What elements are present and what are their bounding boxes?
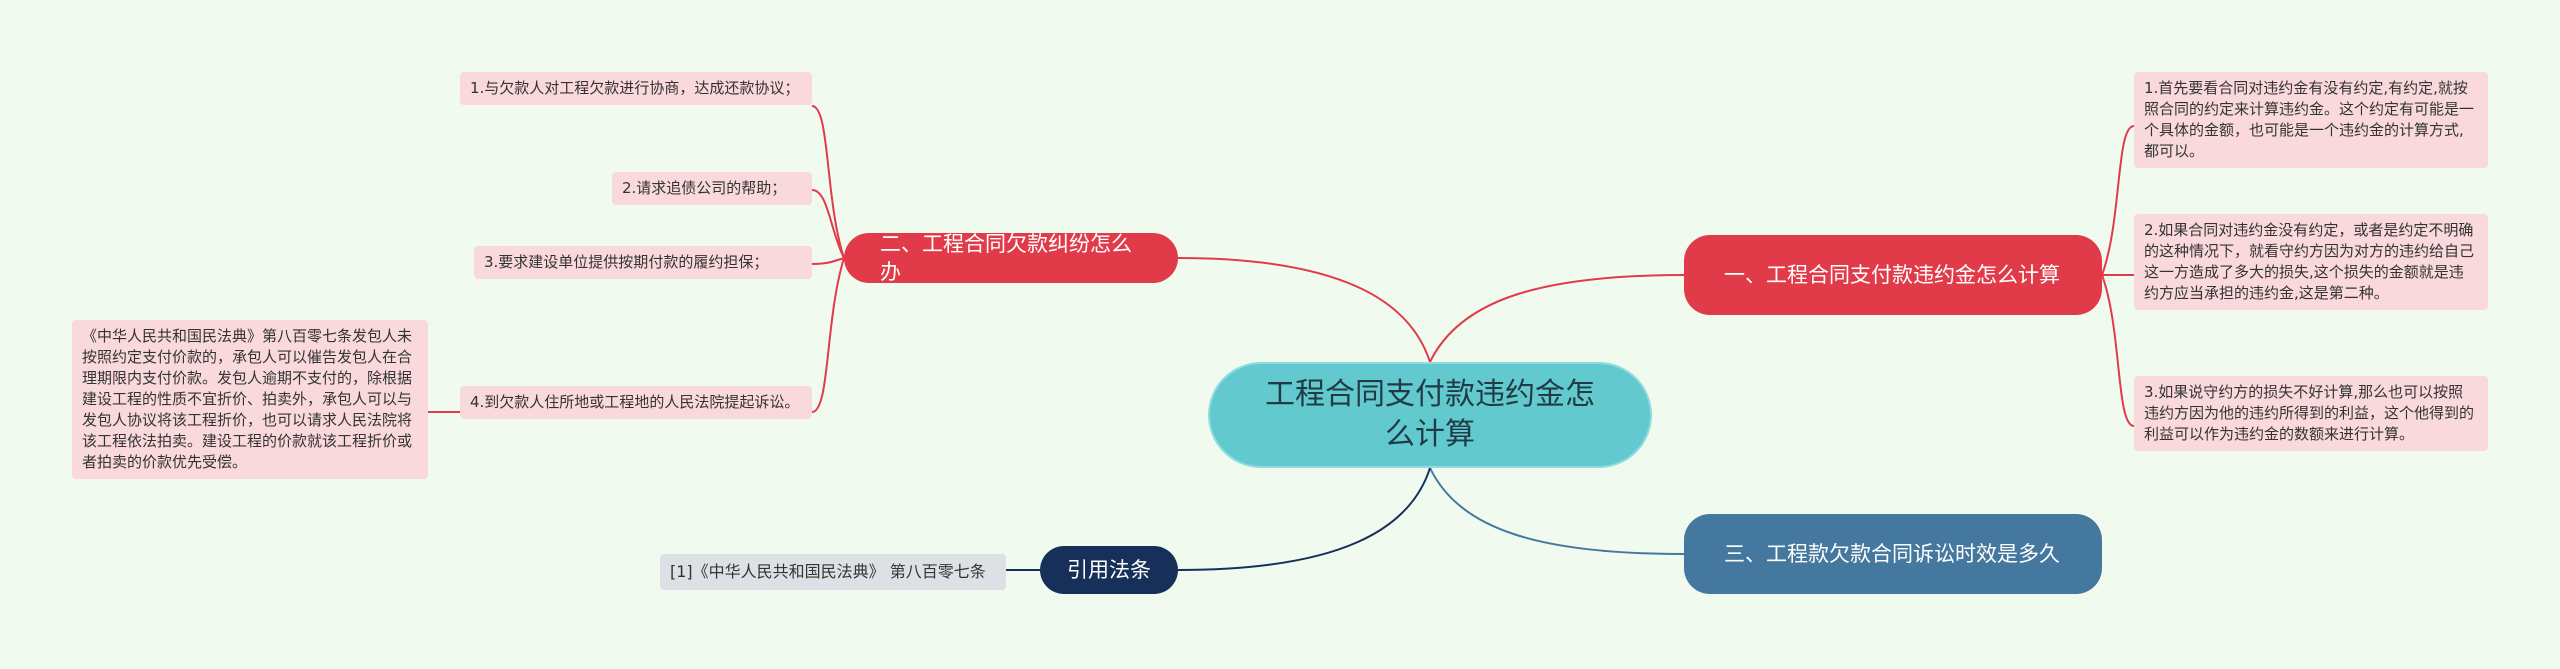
dispute-law-note-text: 《中华人民共和国民法典》第八百零七条发包人未按照约定支付价款的，承包人可以催告发… — [82, 327, 413, 471]
branch-limitation-label: 三、工程款欠款合同诉讼时效是多久 — [1724, 542, 2060, 566]
link-center-penalty — [1429, 274, 1685, 363]
link-dispute-1 — [811, 105, 845, 259]
branch-penalty[interactable]: 一、工程合同支付款违约金怎么计算 — [1684, 235, 2102, 315]
branch-penalty-label: 一、工程合同支付款违约金怎么计算 — [1724, 263, 2060, 287]
law-item-1[interactable]: [1]《中华人民共和国民法典》 第八百零七条 — [660, 554, 1006, 590]
dispute-item-3-text: 3.要求建设单位提供按期付款的履约担保； — [484, 253, 769, 271]
branch-limitation[interactable]: 三、工程款欠款合同诉讼时效是多久 — [1684, 514, 2102, 594]
penalty-item-3[interactable]: 3.如果说守约方的损失不好计算,那么也可以按照违约方因为他的违约所得到的利益，这… — [2134, 376, 2488, 451]
branch-dispute-label: 二、工程合同欠款纠纷怎么办 — [880, 232, 1132, 284]
link-center-dispute — [1177, 257, 1431, 363]
dispute-item-4[interactable]: 4.到欠款人住所地或工程地的人民法院提起诉讼。 — [460, 386, 812, 419]
penalty-item-3-text: 3.如果说守约方的损失不好计算,那么也可以按照违约方因为他的违约所得到的利益，这… — [2144, 383, 2475, 443]
dispute-item-2-text: 2.请求追债公司的帮助； — [622, 179, 787, 197]
link-dispute-4 — [811, 257, 845, 413]
dispute-item-2[interactable]: 2.请求追债公司的帮助； — [612, 172, 812, 205]
penalty-item-2-text: 2.如果合同对违约金没有约定，或者是约定不明确的这种情况下，就看守约方因为对方的… — [2144, 221, 2475, 302]
dispute-item-1-text: 1.与欠款人对工程欠款进行协商，达成还款协议； — [470, 79, 800, 97]
center-topic[interactable]: 工程合同支付款违约金怎么计算 — [1208, 362, 1652, 468]
link-center-law — [1177, 467, 1431, 571]
dispute-item-3[interactable]: 3.要求建设单位提供按期付款的履约担保； — [474, 246, 812, 279]
branch-law[interactable]: 引用法条 — [1040, 546, 1178, 594]
dispute-item-4-text: 4.到欠款人住所地或工程地的人民法院提起诉讼。 — [470, 393, 800, 411]
center-topic-label: 工程合同支付款违约金怎么计算 — [1265, 377, 1595, 452]
link-penalty-3 — [2101, 274, 2135, 427]
link-dispute-2 — [811, 189, 845, 259]
penalty-item-2[interactable]: 2.如果合同对违约金没有约定，或者是约定不明确的这种情况下，就看守约方因为对方的… — [2134, 214, 2488, 310]
branch-dispute[interactable]: 二、工程合同欠款纠纷怎么办 — [844, 232, 1178, 284]
law-item-1-text: [1]《中华人民共和国民法典》 第八百零七条 — [670, 562, 986, 581]
link-penalty-1 — [2101, 125, 2135, 276]
dispute-law-note[interactable]: 《中华人民共和国民法典》第八百零七条发包人未按照约定支付价款的，承包人可以催告发… — [72, 320, 428, 479]
penalty-item-1[interactable]: 1.首先要看合同对违约金有没有约定,有约定,就按照合同的约定来计算违约金。这个约… — [2134, 72, 2488, 168]
link-dispute-3 — [811, 257, 845, 265]
link-center-limitation — [1429, 467, 1685, 555]
branch-law-label: 引用法条 — [1067, 558, 1151, 582]
dispute-item-1[interactable]: 1.与欠款人对工程欠款进行协商，达成还款协议； — [460, 72, 812, 105]
penalty-item-1-text: 1.首先要看合同对违约金有没有约定,有约定,就按照合同的约定来计算违约金。这个约… — [2144, 79, 2475, 160]
